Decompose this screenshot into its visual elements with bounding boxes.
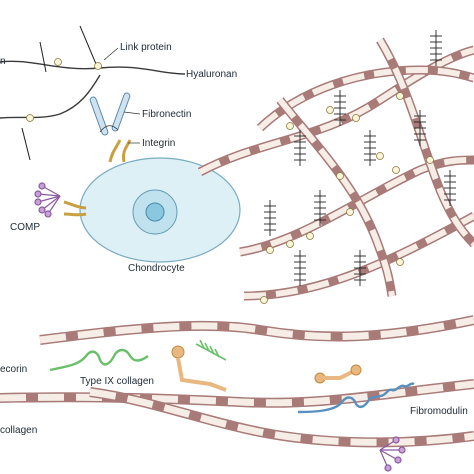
link-nodes xyxy=(26,58,434,304)
link-protein-label: Link protein xyxy=(120,42,172,53)
left-edge-label: n xyxy=(0,56,6,67)
comp-molecule-lower xyxy=(379,436,406,472)
hyaluronan-strand xyxy=(0,60,186,75)
collagen-fibril-network xyxy=(197,37,474,301)
chondrocyte-label: Chondrocyte xyxy=(128,263,185,274)
proteoglycan-aggregates xyxy=(264,30,456,286)
proteoglycan-group-upper-left xyxy=(21,25,97,161)
hyaluronan-strand-lower xyxy=(0,74,101,119)
chondrocyte-nucleolus xyxy=(145,202,165,222)
decorin-label: ecorin xyxy=(0,364,27,375)
fibronectin-molecule xyxy=(89,92,131,136)
integrin-cell-left xyxy=(63,200,87,217)
integrin-label: Integrin xyxy=(142,138,175,149)
collagen-label: collagen xyxy=(0,425,37,436)
comp-label: COMP xyxy=(10,222,40,233)
comp-molecule xyxy=(34,182,61,218)
integrin-molecule xyxy=(108,139,132,163)
type-ix-collagen-label: Type IX collagen xyxy=(80,376,154,387)
fibromodulin-molecule xyxy=(297,382,415,414)
decorin-tail xyxy=(195,339,227,361)
type-ix-collagen-molecule xyxy=(171,345,362,392)
fibronectin-label: Fibronectin xyxy=(142,109,191,120)
lower-collagen-fibrils xyxy=(0,315,474,448)
decorin-molecule xyxy=(49,348,149,372)
hyaluronan-label: Hyaluronan xyxy=(186,69,237,80)
fibromodulin-label: Fibromodulin xyxy=(410,406,468,417)
